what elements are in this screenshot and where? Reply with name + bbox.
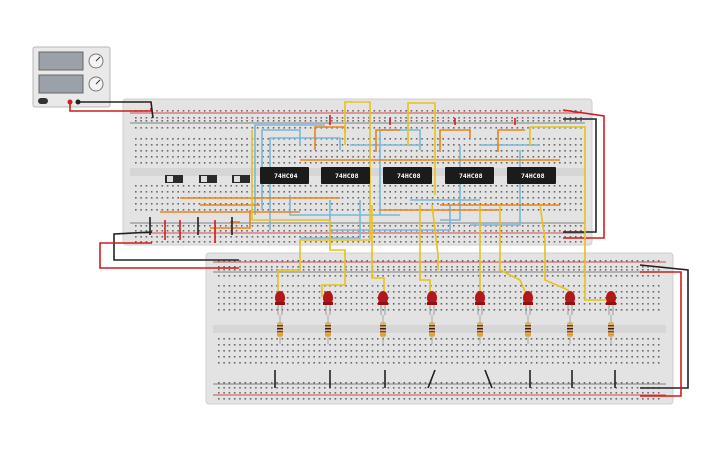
led-5[interactable] [475, 291, 485, 344]
led-6[interactable] [523, 291, 533, 344]
left-red-jumper[interactable] [99, 242, 239, 269]
slide-switch[interactable] [165, 175, 183, 183]
chip-label: 74HC08 [459, 172, 483, 180]
chip-5[interactable]: 74HC08 [507, 167, 556, 184]
bottom-right-red-jumper[interactable] [640, 271, 682, 397]
breadboard-bottom-holes[interactable] [218, 260, 660, 400]
led-7[interactable] [565, 291, 575, 344]
chips[interactable]: 74HC04 74HC08 74HC08 74HC08 74HC08 [260, 167, 556, 184]
led-1[interactable] [275, 291, 285, 344]
switches[interactable] [165, 175, 250, 183]
right-rail-black-wire[interactable] [563, 118, 597, 233]
led-8[interactable] [606, 291, 616, 344]
chip-4[interactable]: 74HC08 [445, 167, 494, 184]
chip-label: 74HC08 [397, 172, 421, 180]
blue-wires[interactable] [254, 124, 540, 239]
breadboard-bottom [205, 252, 674, 405]
bottom-right-black-jumper[interactable] [639, 264, 689, 389]
black-wires[interactable] [149, 217, 616, 389]
led-3[interactable] [378, 291, 388, 344]
chip-1[interactable]: 74HC04 [260, 167, 309, 184]
right-rail-red-wire[interactable] [562, 109, 605, 239]
chip-2[interactable]: 74HC08 [321, 167, 370, 184]
power-toggle[interactable] [38, 98, 48, 104]
psu-black-wire[interactable] [78, 101, 154, 119]
led-2[interactable] [323, 291, 333, 344]
leds[interactable] [275, 291, 616, 344]
chip-label: 74HC08 [521, 172, 545, 180]
chip-label: 74HC08 [335, 172, 359, 180]
chip-label: 74HC04 [274, 172, 298, 180]
power-supply[interactable] [32, 46, 111, 108]
voltage-display [38, 51, 84, 71]
chip-3[interactable]: 74HC08 [383, 167, 432, 184]
left-black-jumper[interactable] [113, 231, 239, 261]
slide-switch[interactable] [232, 175, 250, 183]
slide-switch[interactable] [199, 175, 217, 183]
led-4[interactable] [427, 291, 437, 344]
current-display [38, 74, 84, 94]
psu-red-wire[interactable] [69, 102, 152, 112]
red-wires-top[interactable] [164, 115, 516, 243]
